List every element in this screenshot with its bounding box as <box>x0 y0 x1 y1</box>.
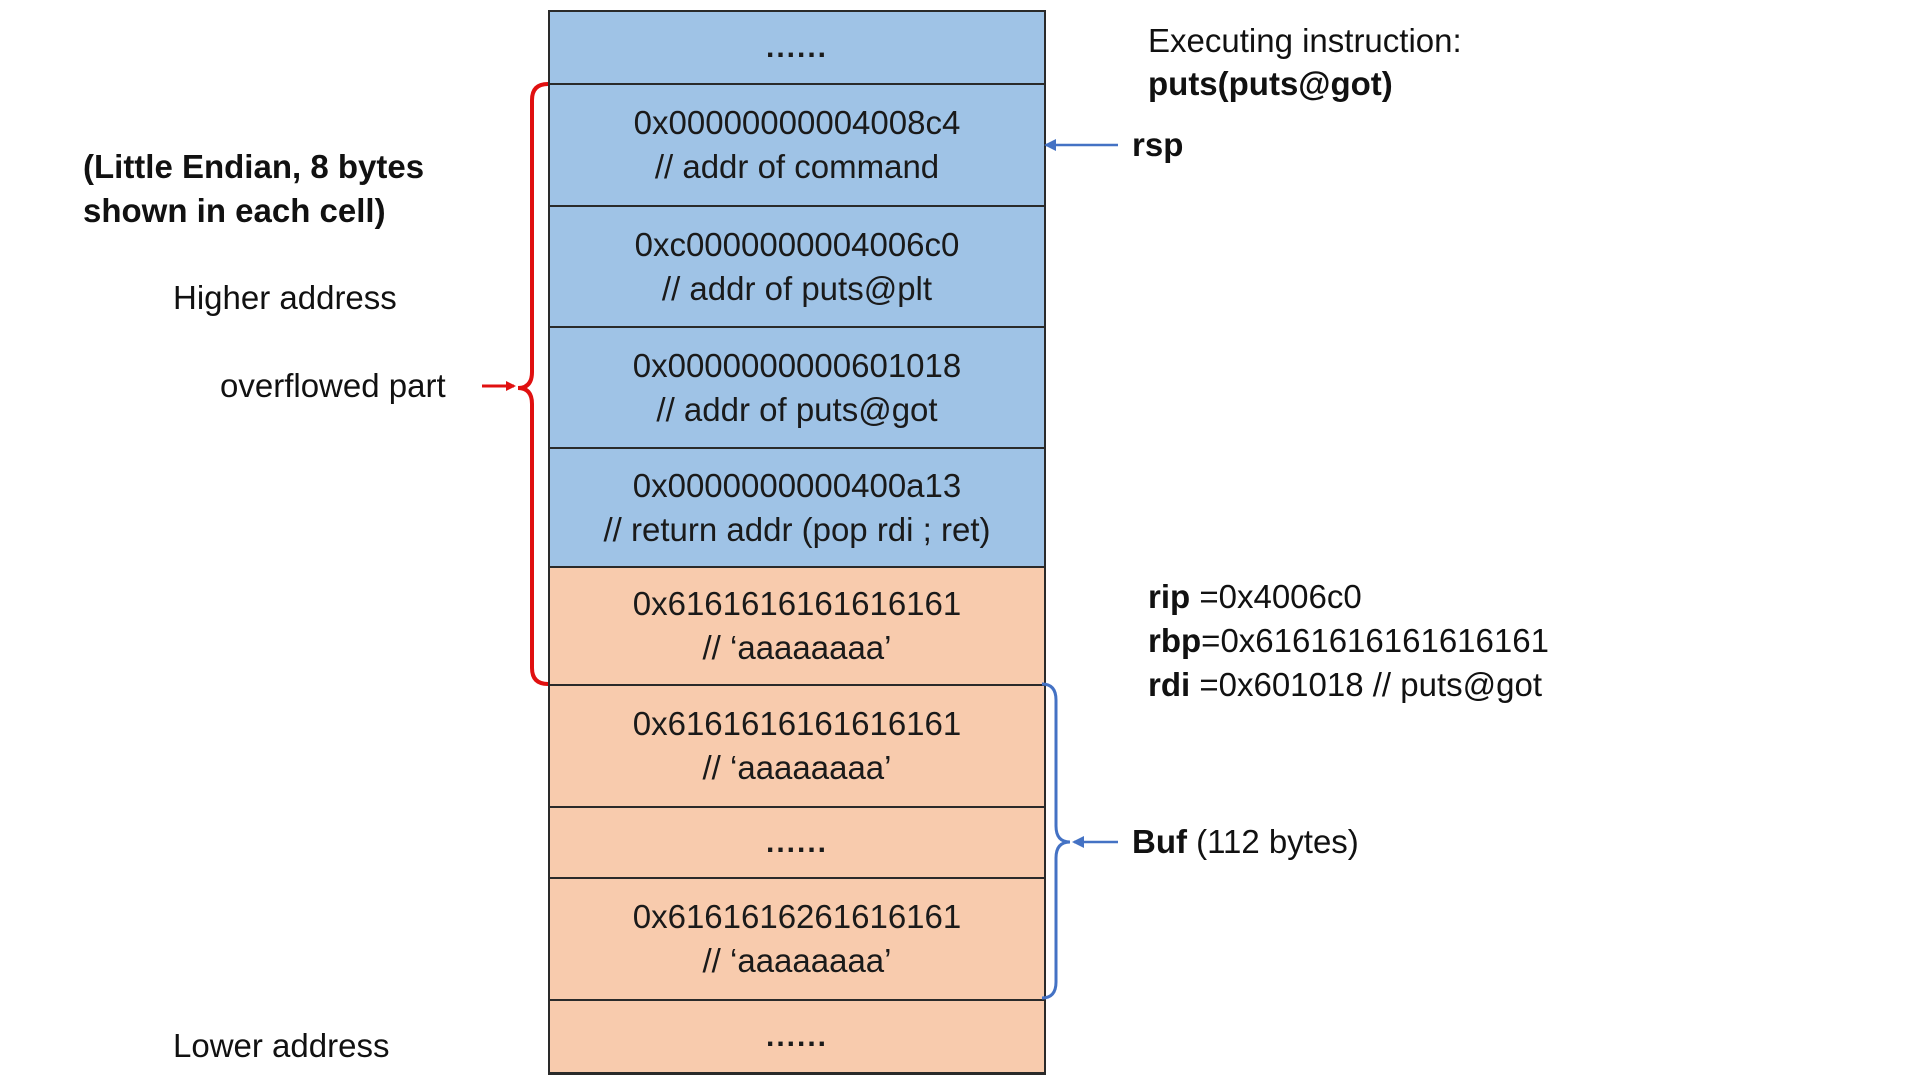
cell-comment: // ‘aaaaaaaa’ <box>702 749 892 786</box>
stack-cell-top-ellipsis: ...... <box>550 12 1044 85</box>
cell-value: 0xc0000000004006c0 <box>634 225 960 263</box>
stack-cell-return-addr: 0x0000000000400a13 // return addr (pop r… <box>550 449 1044 568</box>
buf-size: (112 bytes) <box>1196 823 1359 860</box>
cell-value: ...... <box>765 30 828 64</box>
cell-comment: // addr of puts@plt <box>661 269 933 307</box>
register-name: rip <box>1148 578 1191 615</box>
endian-note: (Little Endian, 8 bytes shown in each ce… <box>83 148 425 229</box>
overflow-brace <box>517 82 549 686</box>
overflowed-part-label: overflowed part <box>220 367 446 404</box>
cell-value: 0x00000000004008c4 <box>633 104 961 141</box>
register-rip: rip =0x4006c0 <box>1148 575 1549 619</box>
executing-instruction-title: Executing instruction: <box>1148 22 1462 59</box>
register-value: =0x4006c0 <box>1190 578 1362 615</box>
cell-comment: // return addr (pop rdi ; ret) <box>603 510 991 548</box>
buf-name: Buf <box>1132 823 1187 860</box>
buf-brace <box>1041 682 1071 1000</box>
register-rbp: rbp=0x6161616161616161 <box>1148 619 1549 663</box>
register-list: rip =0x4006c0 rbp=0x6161616161616161 rdi… <box>1148 575 1549 707</box>
register-value: =0x601018 // puts@got <box>1190 666 1543 703</box>
register-value: =0x6161616161616161 <box>1201 622 1549 659</box>
cell-value: 0x6161616161616161 <box>632 705 962 742</box>
stack-cell-buf-bottom: 0x6161616261616161 // ‘aaaaaaaa’ <box>550 879 1044 1001</box>
cell-value: ...... <box>765 825 828 859</box>
cell-comment: // ‘aaaaaaaa’ <box>702 942 892 979</box>
stack-cell-puts-got-addr: 0x0000000000601018 // addr of puts@got <box>550 328 1044 449</box>
cell-value: 0x0000000000601018 <box>632 346 962 384</box>
cell-comment: // addr of puts@got <box>656 390 938 428</box>
stack-cell-bottom-ellipsis: ...... <box>550 1001 1044 1074</box>
stack-cell-command-addr: 0x00000000004008c4 // addr of command <box>550 85 1044 207</box>
higher-address-label: Higher address <box>173 279 397 316</box>
lower-address-label: Lower address <box>173 1027 390 1064</box>
rsp-label: rsp <box>1132 126 1184 163</box>
cell-value: ...... <box>765 1019 828 1053</box>
cell-value: 0x6161616261616161 <box>632 898 962 935</box>
executing-instruction: puts(puts@got) <box>1148 65 1393 102</box>
stack-cell-puts-plt-addr: 0xc0000000004006c0 // addr of puts@plt <box>550 207 1044 328</box>
memory-stack: ...... 0x00000000004008c4 // addr of com… <box>548 10 1046 1075</box>
register-name: rbp <box>1148 622 1202 659</box>
cell-comment: // ‘aaaaaaaa’ <box>702 629 892 666</box>
stack-cell-buf-ellipsis: ...... <box>550 808 1044 879</box>
register-name: rdi <box>1148 666 1191 703</box>
cell-value: 0x6161616161616161 <box>632 585 962 622</box>
stack-cell-saved-rbp: 0x6161616161616161 // ‘aaaaaaaa’ <box>550 568 1044 686</box>
stack-cell-buf-top: 0x6161616161616161 // ‘aaaaaaaa’ <box>550 686 1044 808</box>
buf-label: Buf (112 bytes) <box>1132 820 1359 864</box>
cell-value: 0x0000000000400a13 <box>632 466 962 504</box>
register-rdi: rdi =0x601018 // puts@got <box>1148 663 1549 707</box>
cell-comment: // addr of command <box>654 148 940 185</box>
